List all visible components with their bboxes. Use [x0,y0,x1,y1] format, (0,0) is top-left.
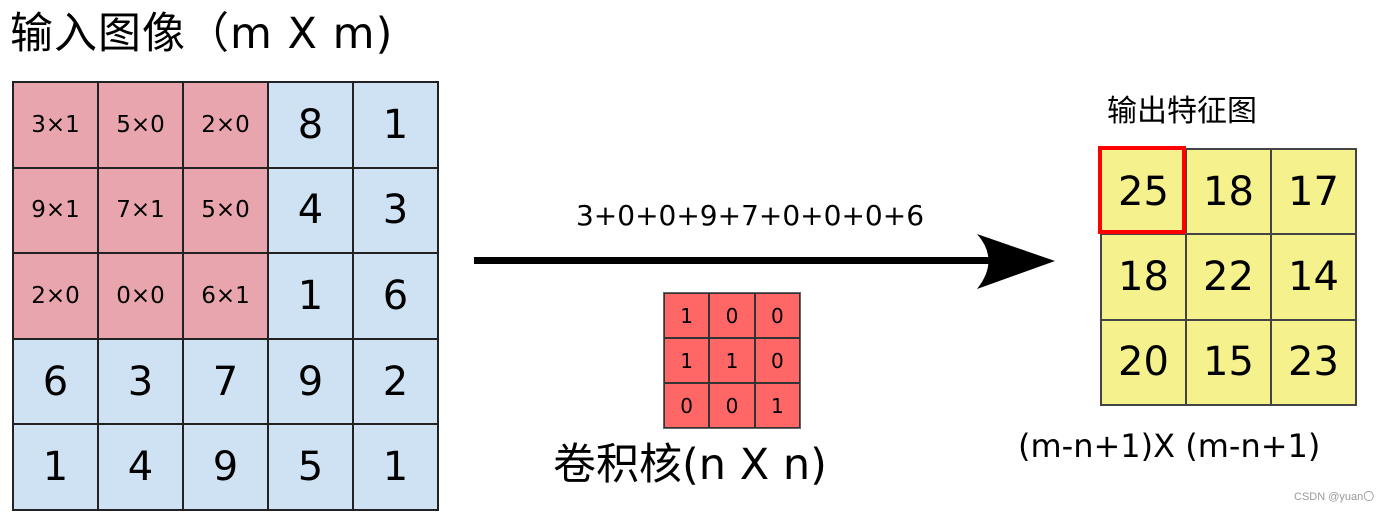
input-cell-r3c2: 7 [183,338,268,425]
input-cell-r2c3: 1 [268,253,353,339]
output-feature-map-grid: 25 18 17 18 22 14 20 15 23 [1100,148,1357,406]
arrow-right-icon [474,234,1055,289]
kernel-grid: 1 0 0 1 1 0 0 0 1 [663,292,801,429]
input-cell-r4c4: 1 [353,424,438,510]
input-cell-r1c4: 3 [353,167,438,254]
input-cell-r4c2: 9 [183,424,268,510]
output-feature-map-title: 输出特征图 [1107,94,1257,129]
input-cell-r1c3: 4 [268,167,353,254]
output-cell-r0c1: 18 [1186,149,1271,235]
output-cell-r0c2: 17 [1271,149,1356,235]
input-image-title: 输入图像（m X m) [10,9,394,59]
kernel-cell-r1c1: 1 [709,338,755,383]
input-cell-r1c2: 5×0 [183,167,268,254]
input-cell-r3c1: 3 [98,338,183,425]
watermark: CSDN @yuan〇 [1294,491,1375,503]
input-cell-r2c4: 6 [353,253,438,339]
kernel-cell-r0c2: 0 [754,293,800,338]
input-cell-r1c0: 9×1 [13,167,98,254]
kernel-cell-r0c0: 1 [664,293,710,338]
input-cell-r0c0: 3×1 [13,82,98,168]
output-cell-r2c0: 20 [1101,319,1186,405]
input-cell-r2c2: 6×1 [183,253,268,339]
kernel-label: 卷积核(n X n) [553,440,827,490]
input-image-grid: 3×1 5×0 2×0 8 1 9×1 7×1 5×0 4 3 2×0 0×0 … [12,81,439,511]
output-cell-r2c2: 23 [1271,319,1356,405]
kernel-cell-r2c0: 0 [664,383,710,428]
kernel-cell-r0c1: 0 [709,293,755,338]
input-cell-r3c4: 2 [353,338,438,425]
output-cell-r2c1: 15 [1186,319,1271,405]
input-cell-r4c1: 4 [98,424,183,510]
kernel-cell-r2c1: 0 [709,383,755,428]
kernel-cell-r1c0: 1 [664,338,710,383]
kernel-cell-r1c2: 0 [754,338,800,383]
input-cell-r0c1: 5×0 [98,82,183,168]
output-focus-highlight [1098,146,1186,234]
input-cell-r2c1: 0×0 [98,253,183,339]
input-cell-r0c3: 8 [268,82,353,168]
input-cell-r1c1: 7×1 [98,167,183,254]
output-cell-r1c1: 22 [1186,234,1271,320]
input-cell-r0c2: 2×0 [183,82,268,168]
input-cell-r4c3: 5 [268,424,353,510]
kernel-cell-r2c2: 1 [754,383,800,428]
input-cell-r0c4: 1 [353,82,438,168]
input-cell-r4c0: 1 [13,424,98,510]
input-cell-r3c0: 6 [13,338,98,425]
output-cell-r1c2: 14 [1271,234,1356,320]
output-dimensions-label: (m-n+1)X (m-n+1) [1018,427,1321,465]
input-cell-r2c0: 2×0 [13,253,98,339]
input-cell-r3c3: 9 [268,338,353,425]
convolution-sum-formula: 3+0+0+9+7+0+0+0+6 [575,199,925,232]
output-cell-r1c0: 18 [1101,234,1186,320]
